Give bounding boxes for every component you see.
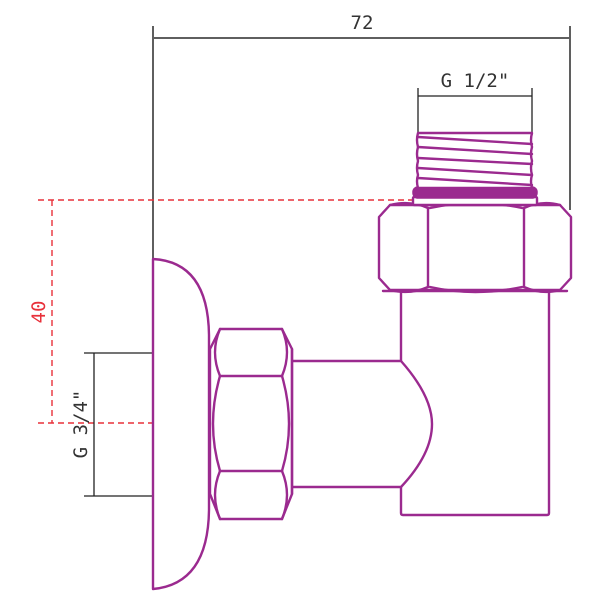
dimension-vertical-offset: 40 [28,199,412,424]
dimension-label-top-thread: G 1/2" [441,70,510,92]
wall-flange [151,257,211,591]
vertical-body [399,286,551,517]
top-sealing-ring [411,186,539,207]
dimension-label-side-thread: G 3/4" [70,390,92,459]
side-hex-nut [208,327,294,521]
horizontal-body [288,359,434,489]
dimension-top-thread: G 1/2" [417,70,533,135]
dimension-overall-width: 72 [152,12,571,270]
top-hex-nut [377,201,573,294]
dimension-side-thread: G 3/4" [70,352,153,497]
top-threaded-connector [415,131,534,190]
dimension-label-offset: 40 [28,301,50,324]
dimension-label-width: 72 [351,12,374,34]
